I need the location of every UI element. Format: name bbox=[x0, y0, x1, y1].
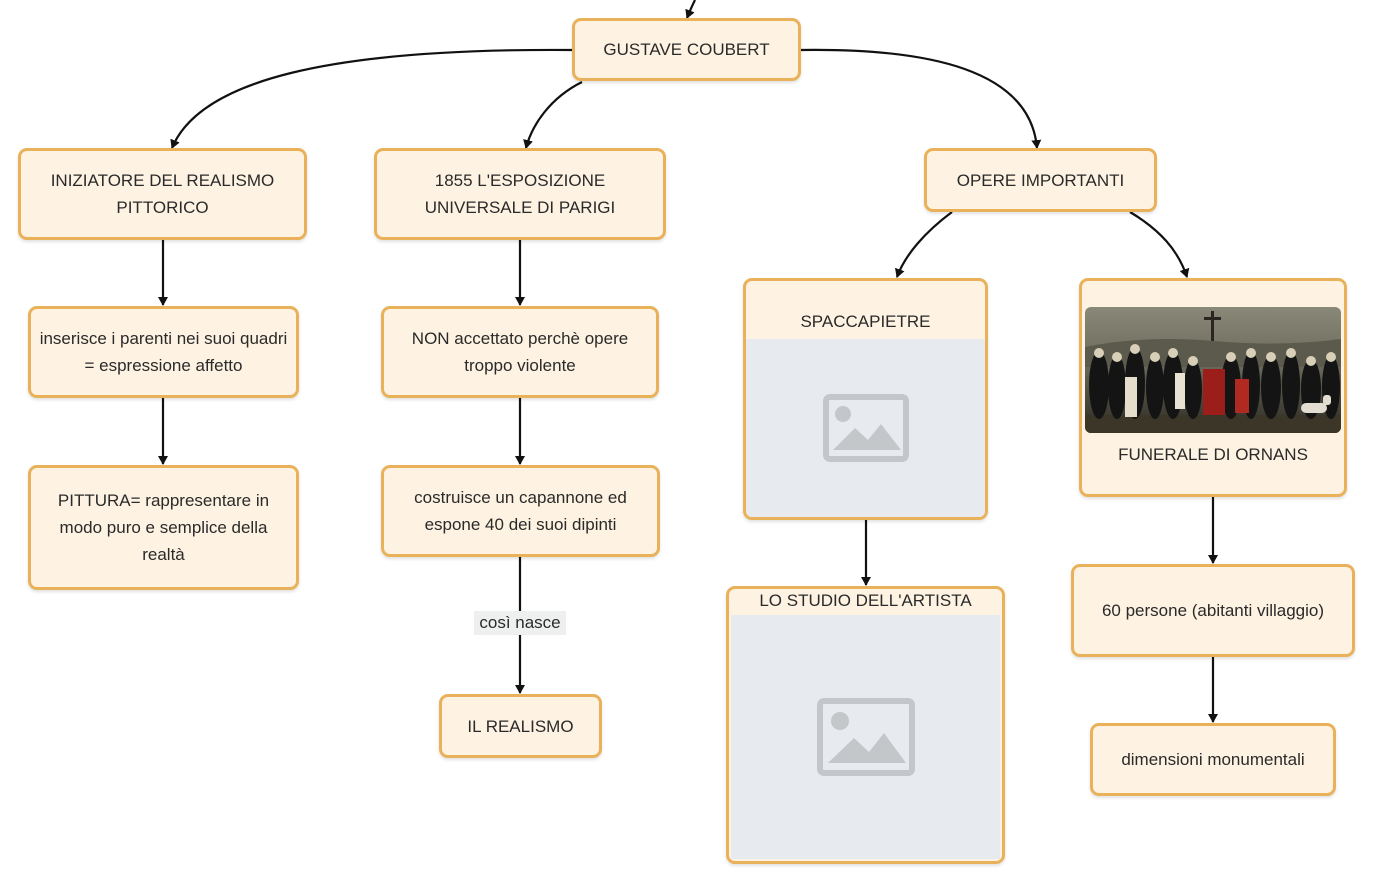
node-funerale-ornans[interactable]: FUNERALE DI ORNANS bbox=[1079, 278, 1347, 497]
painting-funeral-crowd bbox=[1085, 307, 1341, 433]
node-sessanta-persone[interactable]: 60 persone (abitanti villaggio) bbox=[1071, 564, 1355, 657]
node-iniziatore-realismo[interactable]: INIZIATORE DEL REALISMO PITTORICO bbox=[18, 148, 307, 240]
node-pittura-realta[interactable]: PITTURA= rappresentare in modo puro e se… bbox=[28, 465, 299, 590]
node-label: PITTURA= rappresentare in modo puro e se… bbox=[57, 491, 270, 564]
node-dimensioni-monumentali[interactable]: dimensioni monumentali bbox=[1090, 723, 1336, 796]
image-placeholder-icon bbox=[822, 393, 909, 462]
image-placeholder bbox=[746, 338, 985, 517]
node-label: FUNERALE DI ORNANS bbox=[1118, 445, 1308, 464]
node-label: SPACCAPIETRE bbox=[800, 312, 931, 331]
edge-opere-funerale bbox=[1129, 211, 1190, 278]
node-label: GUSTAVE COUBERT bbox=[603, 40, 770, 59]
node-capannone[interactable]: costruisce un capannone ed espone 40 dei… bbox=[381, 465, 660, 557]
node-label: costruisce un capannone ed espone 40 dei… bbox=[414, 488, 627, 534]
node-opere-importanti[interactable]: OPERE IMPORTANTI bbox=[924, 148, 1157, 212]
image-placeholder-icon bbox=[816, 698, 915, 776]
edge-incoming-root bbox=[685, 0, 696, 19]
node-label: inserisce i parenti nei suoi quadri = es… bbox=[39, 329, 288, 375]
node-parenti-affetto[interactable]: inserisce i parenti nei suoi quadri = es… bbox=[28, 306, 299, 398]
node-label: dimensioni monumentali bbox=[1121, 750, 1305, 769]
node-spaccapietre[interactable]: SPACCAPIETRE bbox=[743, 278, 988, 520]
node-label: INIZIATORE DEL REALISMO PITTORICO bbox=[50, 171, 275, 217]
node-il-realismo[interactable]: IL REALISMO bbox=[439, 694, 602, 758]
edge-root-iniziatore bbox=[170, 48, 574, 149]
node-label: OPERE IMPORTANTI bbox=[956, 170, 1125, 190]
node-label: 1855 L'ESPOSIZIONE UNIVERSALE DI PARIGI bbox=[424, 171, 616, 217]
edge-label-cosi-nasce: così nasce bbox=[474, 611, 566, 635]
node-gustave-coubert[interactable]: GUSTAVE COUBERT bbox=[572, 18, 801, 81]
node-label: 60 persone (abitanti villaggio) bbox=[1101, 601, 1325, 620]
node-label: NON accettato perchè opere troppo violen… bbox=[411, 329, 629, 375]
node-studio-artista[interactable]: LO STUDIO DELL'ARTISTA bbox=[726, 586, 1005, 864]
edge-opere-spaccapietre bbox=[895, 211, 953, 278]
node-esposizione-universale[interactable]: 1855 L'ESPOSIZIONE UNIVERSALE DI PARIGI bbox=[374, 148, 666, 240]
node-non-accettato[interactable]: NON accettato perchè opere troppo violen… bbox=[381, 306, 659, 398]
edge-root-opere bbox=[799, 48, 1042, 149]
node-label: IL REALISMO bbox=[467, 716, 574, 736]
edge-root-esposizione bbox=[523, 81, 583, 149]
image-placeholder bbox=[731, 615, 1000, 859]
node-label: LO STUDIO DELL'ARTISTA bbox=[759, 591, 972, 610]
